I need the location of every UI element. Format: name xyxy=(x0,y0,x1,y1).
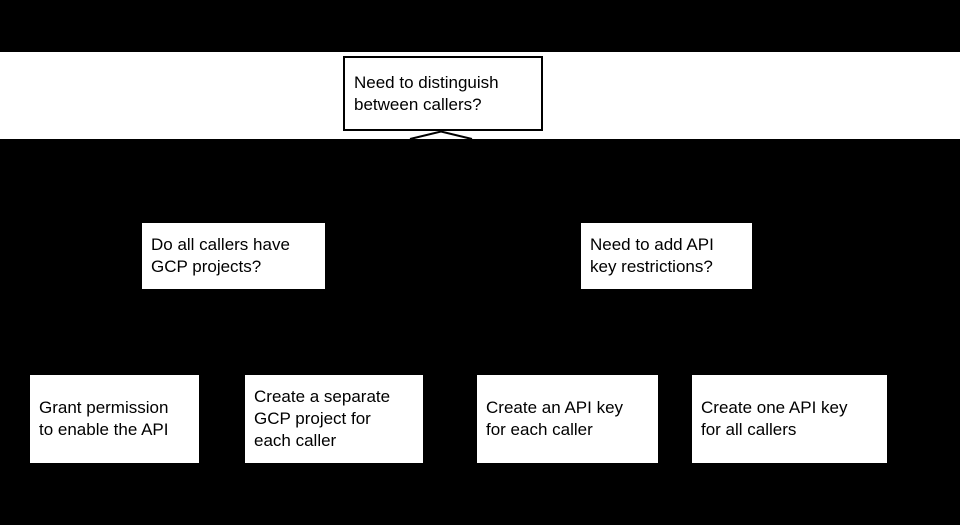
node-need-to-add-api-key-restrictions: Need to add API key restrictions? xyxy=(581,223,752,289)
branch-split-chevron-icon xyxy=(409,130,473,140)
node-create-one-api-key-all-callers: Create one API key for all callers xyxy=(692,375,887,463)
node-do-all-callers-have-gcp-projects: Do all callers have GCP projects? xyxy=(142,223,325,289)
node-create-separate-gcp-project-label: Create a separate GCP project for each c… xyxy=(254,387,391,450)
node-need-to-distinguish-label: Need to distinguish between callers? xyxy=(354,72,499,114)
node-grant-permission-enable-api: Grant permission to enable the API xyxy=(30,375,199,463)
node-create-api-key-each-caller-label: Create an API key for each caller xyxy=(486,398,624,439)
node-create-one-api-key-all-callers-label: Create one API key for all callers xyxy=(701,398,848,439)
node-need-to-distinguish: Need to distinguish between callers? xyxy=(343,56,543,131)
node-grant-permission-enable-api-label: Grant permission to enable the API xyxy=(39,398,169,439)
node-do-all-callers-have-gcp-projects-label: Do all callers have GCP projects? xyxy=(151,235,290,276)
node-create-separate-gcp-project: Create a separate GCP project for each c… xyxy=(245,375,423,463)
node-need-to-add-api-key-restrictions-label: Need to add API key restrictions? xyxy=(590,235,714,276)
node-create-api-key-each-caller: Create an API key for each caller xyxy=(477,375,658,463)
